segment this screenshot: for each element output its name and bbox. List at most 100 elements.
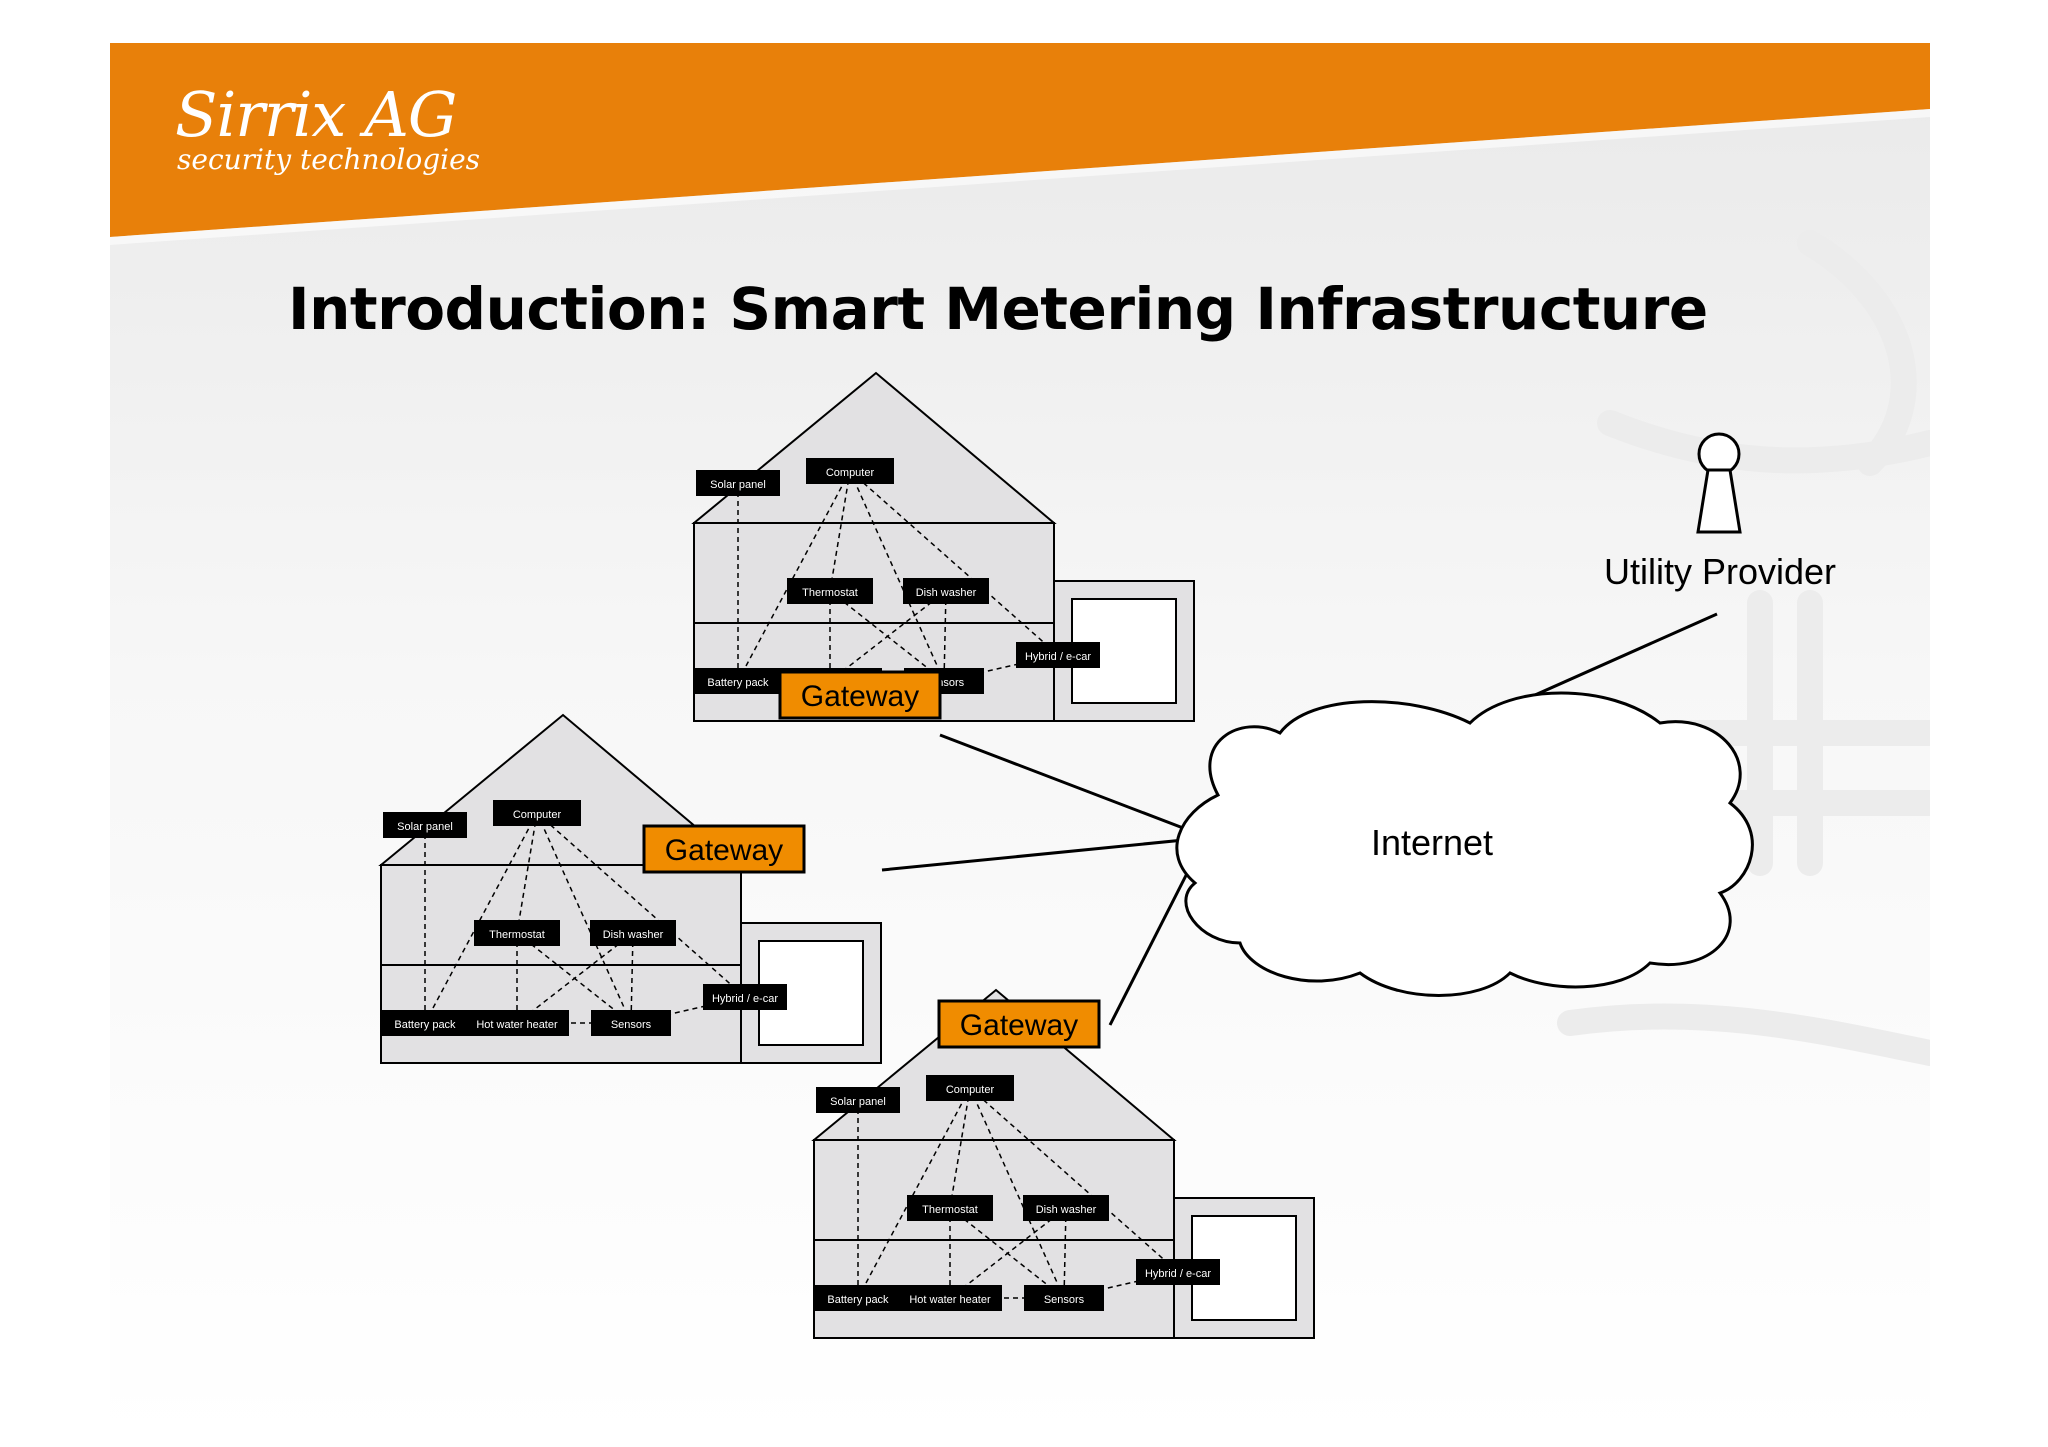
brand-name: Sirrix AG — [175, 78, 457, 151]
device-box — [1016, 642, 1100, 668]
device-box — [806, 458, 894, 484]
device-label: Thermostat — [489, 929, 545, 941]
device-label: Battery pack — [707, 677, 769, 689]
device-solar-panel: Solar panel — [383, 812, 467, 838]
link-dish_washer-sensors — [630, 932, 634, 1024]
gateway-label: Gateway — [801, 680, 919, 713]
device-hybrid-ecar: Hybrid / e-car — [703, 984, 787, 1010]
device-box — [493, 800, 581, 826]
device-box — [703, 984, 787, 1010]
device-label: Computer — [513, 809, 562, 821]
header-band — [110, 43, 1930, 237]
internet-label: Internet — [1371, 822, 1493, 863]
link-computer-thermostat — [829, 470, 851, 592]
link-computer-sensors — [969, 1087, 1065, 1299]
gateway-box — [937, 999, 1101, 1049]
device-thermostat: Thermostat — [907, 1195, 993, 1221]
device-computer: Computer — [493, 800, 581, 826]
device-sensors: Sensors — [1024, 1285, 1104, 1311]
device-hot-water-heater: Hot water heater — [465, 1010, 569, 1036]
device-label: Solar panel — [710, 479, 766, 491]
device-box — [815, 1285, 901, 1311]
link-dish_washer-hot_water_heater — [949, 1207, 1067, 1299]
device-label: Solar panel — [397, 821, 453, 833]
gateway-1: Gateway — [778, 670, 942, 720]
link-computer-sensors — [536, 812, 632, 1024]
device-label: Hybrid / e-car — [712, 993, 778, 1005]
device-box — [1024, 1285, 1104, 1311]
device-label: Dish washer — [603, 929, 664, 941]
device-label: Hybrid / e-car — [1025, 651, 1091, 663]
link-dish_washer-hot_water_heater — [829, 590, 947, 682]
device-box — [465, 1010, 569, 1036]
device-links — [857, 1087, 1179, 1299]
device-label: Computer — [946, 1084, 995, 1096]
device-box — [787, 578, 873, 604]
gateway-box — [778, 670, 942, 720]
link-computer-sensors — [849, 470, 945, 682]
device-box — [903, 578, 989, 604]
device-box — [590, 920, 676, 946]
link-computer-thermostat — [949, 1087, 971, 1209]
device-box — [696, 470, 780, 496]
device-solar-panel: Solar panel — [696, 470, 780, 496]
device-box — [907, 1195, 993, 1221]
person-icon — [1696, 432, 1742, 534]
device-links — [424, 812, 746, 1024]
device-label: Sensors — [611, 1019, 652, 1031]
device-box — [1023, 1195, 1109, 1221]
link-computer-battery_pack — [737, 470, 851, 682]
slide-canvas: Internet Utility Provider Solar panelCom… — [110, 43, 1930, 1443]
device-label: Dish washer — [1036, 1204, 1097, 1216]
device-box — [1136, 1259, 1220, 1285]
device-battery-pack: Battery pack — [382, 1010, 468, 1036]
device-label: Hot water heater — [476, 1019, 558, 1031]
device-label: Thermostat — [922, 1204, 978, 1216]
device-label: Thermostat — [802, 587, 858, 599]
device-hybrid-ecar: Hybrid / e-car — [1016, 642, 1100, 668]
device-box — [816, 1087, 900, 1113]
device-label: Solar panel — [830, 1096, 886, 1108]
slide-title: Introduction: Smart Metering Infrastruct… — [288, 275, 1708, 343]
device-label: Sensors — [1044, 1294, 1085, 1306]
device-box — [926, 1075, 1014, 1101]
link-computer-hybrid_ecar — [969, 1087, 1179, 1273]
link-gateway-1-internet — [939, 733, 1205, 838]
device-hot-water-heater: Hot water heater — [898, 1285, 1002, 1311]
device-dish-washer: Dish washer — [1023, 1195, 1109, 1221]
device-battery-pack: Battery pack — [695, 668, 781, 694]
gateway-box — [642, 824, 806, 874]
device-box — [898, 1285, 1002, 1311]
link-computer-thermostat — [516, 812, 538, 934]
link-dish_washer-hot_water_heater — [516, 932, 634, 1024]
brand-tagline: security technologies — [177, 143, 481, 176]
gateway-label: Gateway — [665, 834, 783, 867]
utility-provider: Utility Provider — [1604, 432, 1836, 592]
device-box — [383, 812, 467, 838]
link-gateway-2-internet — [881, 836, 1205, 872]
link-computer-hybrid_ecar — [849, 470, 1059, 656]
link-dish_washer-sensors — [1063, 1207, 1067, 1299]
header-band-highlight — [110, 109, 1930, 245]
device-box — [591, 1010, 671, 1036]
watermark-decoration — [1557, 230, 1930, 1066]
device-label: Battery pack — [827, 1294, 889, 1306]
device-thermostat: Thermostat — [787, 578, 873, 604]
device-solar-panel: Solar panel — [816, 1087, 900, 1113]
link-dish_washer-sensors — [943, 590, 947, 682]
internet-cloud: Internet — [1175, 691, 1754, 997]
device-sensors: Sensors — [591, 1010, 671, 1036]
device-battery-pack: Battery pack — [815, 1285, 901, 1311]
gateway-label: Gateway — [960, 1009, 1078, 1042]
device-box — [382, 1010, 468, 1036]
utility-provider-label: Utility Provider — [1604, 551, 1836, 592]
gateway-2: Gateway — [642, 824, 806, 874]
gateway-3: Gateway — [937, 999, 1101, 1049]
link-computer-battery_pack — [424, 812, 538, 1024]
device-dish-washer: Dish washer — [903, 578, 989, 604]
device-thermostat: Thermostat — [474, 920, 560, 946]
device-label: Battery pack — [394, 1019, 456, 1031]
